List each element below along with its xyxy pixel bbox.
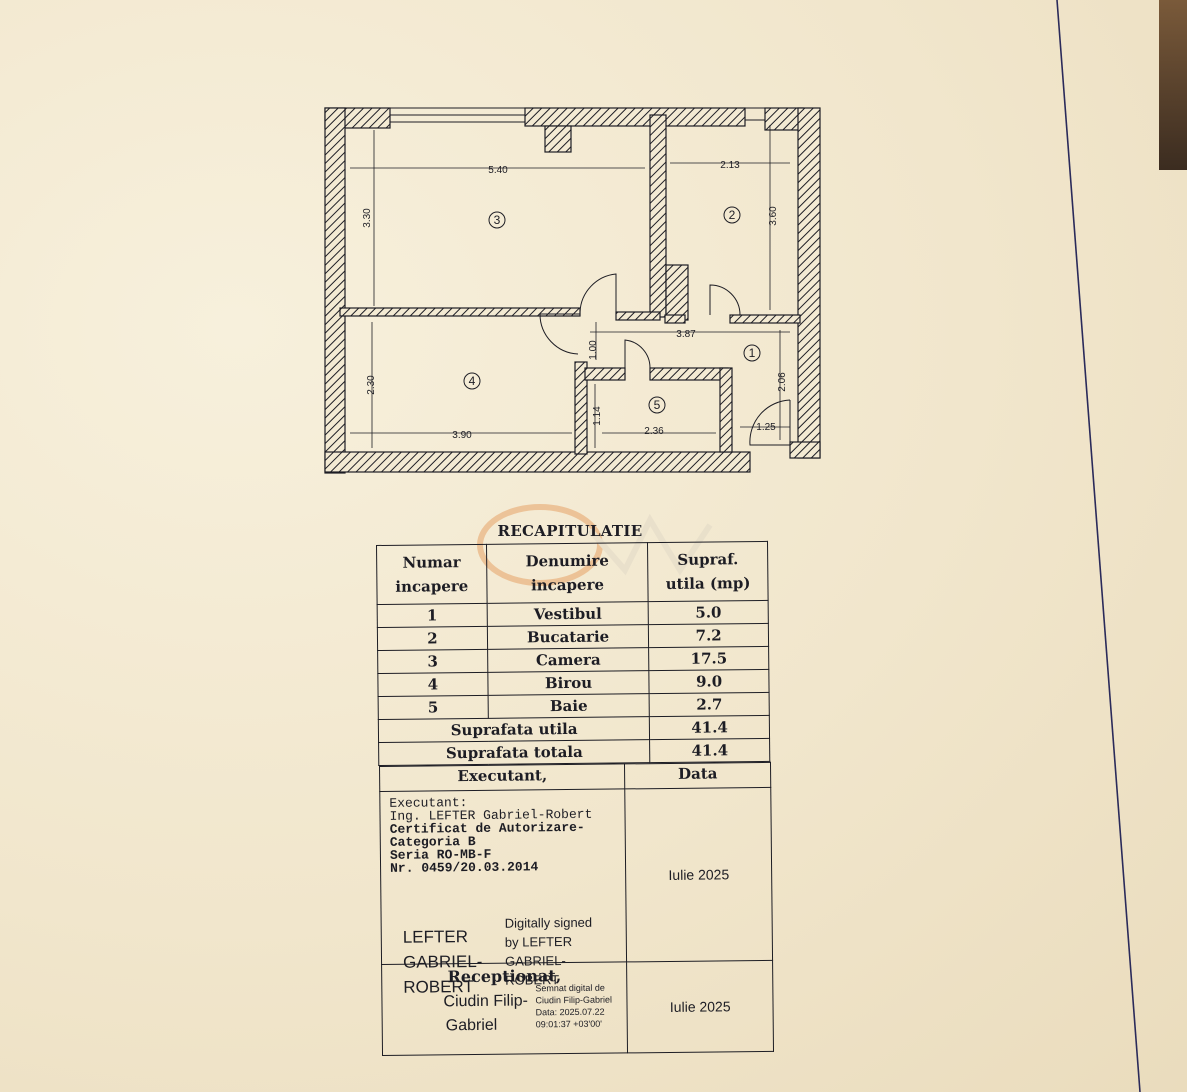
date-header: Data bbox=[624, 762, 771, 789]
dim-label: 2.06 bbox=[777, 372, 788, 392]
header-cell: Numar incapere bbox=[376, 544, 487, 605]
executant-line: Nr. 0459/20.03.2014 bbox=[389, 859, 539, 876]
room-area: 5.0 bbox=[648, 600, 769, 625]
receptionat-signature-name: Ciudin Filip- Gabriel bbox=[443, 989, 528, 1038]
room-area: 7.2 bbox=[648, 623, 769, 648]
room-number-4: 4 bbox=[469, 374, 476, 388]
room-area: 2.7 bbox=[649, 692, 770, 717]
room-nr: 1 bbox=[377, 603, 488, 628]
floor-plan: 5.40 3.30 2.13 3.60 3.87 1.00 2.30 3.90 … bbox=[324, 107, 821, 474]
signature-line: Semnat digital de bbox=[535, 982, 605, 994]
dim-label: 3.30 bbox=[362, 208, 373, 228]
dim-label: 1.25 bbox=[756, 422, 776, 433]
background-edge bbox=[1159, 0, 1187, 170]
dim-label: 3.90 bbox=[452, 430, 472, 441]
dim-label: 3.87 bbox=[676, 329, 696, 340]
signature-line: Ciudin Filip- bbox=[443, 992, 529, 1011]
room-name: Camera bbox=[487, 647, 650, 673]
header-cell: Supraf. utila (mp) bbox=[647, 541, 769, 602]
room-number-3: 3 bbox=[494, 213, 501, 227]
signature-line: Gabriel bbox=[445, 1016, 498, 1035]
receptionat-digital-signature: Semnat digital de Ciudin Filip-Gabriel D… bbox=[535, 982, 612, 1031]
header-number: Numar incapere bbox=[395, 553, 469, 596]
executant-header: Executant, bbox=[379, 763, 626, 792]
total-area-row: Suprafata totala 41.4 bbox=[378, 738, 770, 766]
executant-details: Executant: Ing. LEFTER Gabriel-Robert Ce… bbox=[389, 795, 593, 876]
recap-title: RECAPITULATIE bbox=[497, 522, 643, 540]
signature-table: Executant, Data Executant: Ing. LEFTER G… bbox=[379, 762, 774, 1056]
dim-label: 3.60 bbox=[768, 206, 779, 226]
useful-area-value: 41.4 bbox=[649, 715, 770, 740]
signature-line: LEFTER bbox=[402, 927, 469, 947]
room-name: Bucatarie bbox=[487, 624, 649, 650]
total-area-label: Suprafata totala bbox=[378, 739, 651, 766]
room-number-5: 5 bbox=[654, 398, 661, 412]
dim-label: 5.40 bbox=[488, 165, 508, 176]
room-nr: 4 bbox=[377, 672, 488, 697]
recap-table: Numar incapere Denumire incapere Supraf.… bbox=[376, 541, 770, 766]
signature-line: Data: 2025.07.22 bbox=[535, 1006, 605, 1018]
dim-label: 1.14 bbox=[592, 406, 603, 426]
room-name: Birou bbox=[487, 670, 650, 696]
room-nr: 2 bbox=[377, 626, 488, 651]
executant-date: Iulie 2025 bbox=[625, 787, 773, 962]
room-nr: 5 bbox=[378, 695, 489, 720]
signature-line: Digitally signed bbox=[504, 914, 593, 931]
recap-header-row: Numar incapere Denumire incapere Supraf.… bbox=[376, 541, 769, 605]
executant-cell: Executant: Ing. LEFTER Gabriel-Robert Ce… bbox=[379, 788, 627, 997]
dim-label: 2.13 bbox=[720, 160, 740, 171]
useful-area-label: Suprafata utila bbox=[378, 716, 650, 743]
dim-label: 2.36 bbox=[644, 426, 664, 437]
total-area-value: 41.4 bbox=[649, 738, 770, 763]
signature-line: Ciudin Filip-Gabriel bbox=[535, 994, 613, 1006]
header-area: Supraf. utila (mp) bbox=[665, 550, 751, 593]
signature-line: by LEFTER bbox=[504, 933, 573, 950]
room-number-2: 2 bbox=[729, 208, 736, 222]
header-name: Denumire incapere bbox=[525, 551, 610, 595]
signature-line: 09:01:37 +03'00' bbox=[535, 1018, 603, 1030]
room-area: 17.5 bbox=[648, 646, 769, 671]
room-name: Vestibul bbox=[486, 601, 649, 627]
room-name: Baie bbox=[487, 693, 650, 719]
dim-label: 1.00 bbox=[588, 340, 599, 360]
header-cell: Denumire incapere bbox=[486, 542, 649, 604]
room-nr: 3 bbox=[377, 649, 488, 674]
receptionat-date: Iulie 2025 bbox=[626, 960, 774, 1053]
dim-label: 2.30 bbox=[366, 375, 377, 395]
room-area: 9.0 bbox=[649, 669, 770, 694]
room-number-1: 1 bbox=[749, 346, 756, 360]
receptionat-cell: Receptionat, Ciudin Filip- Gabriel Semna… bbox=[381, 961, 628, 1056]
